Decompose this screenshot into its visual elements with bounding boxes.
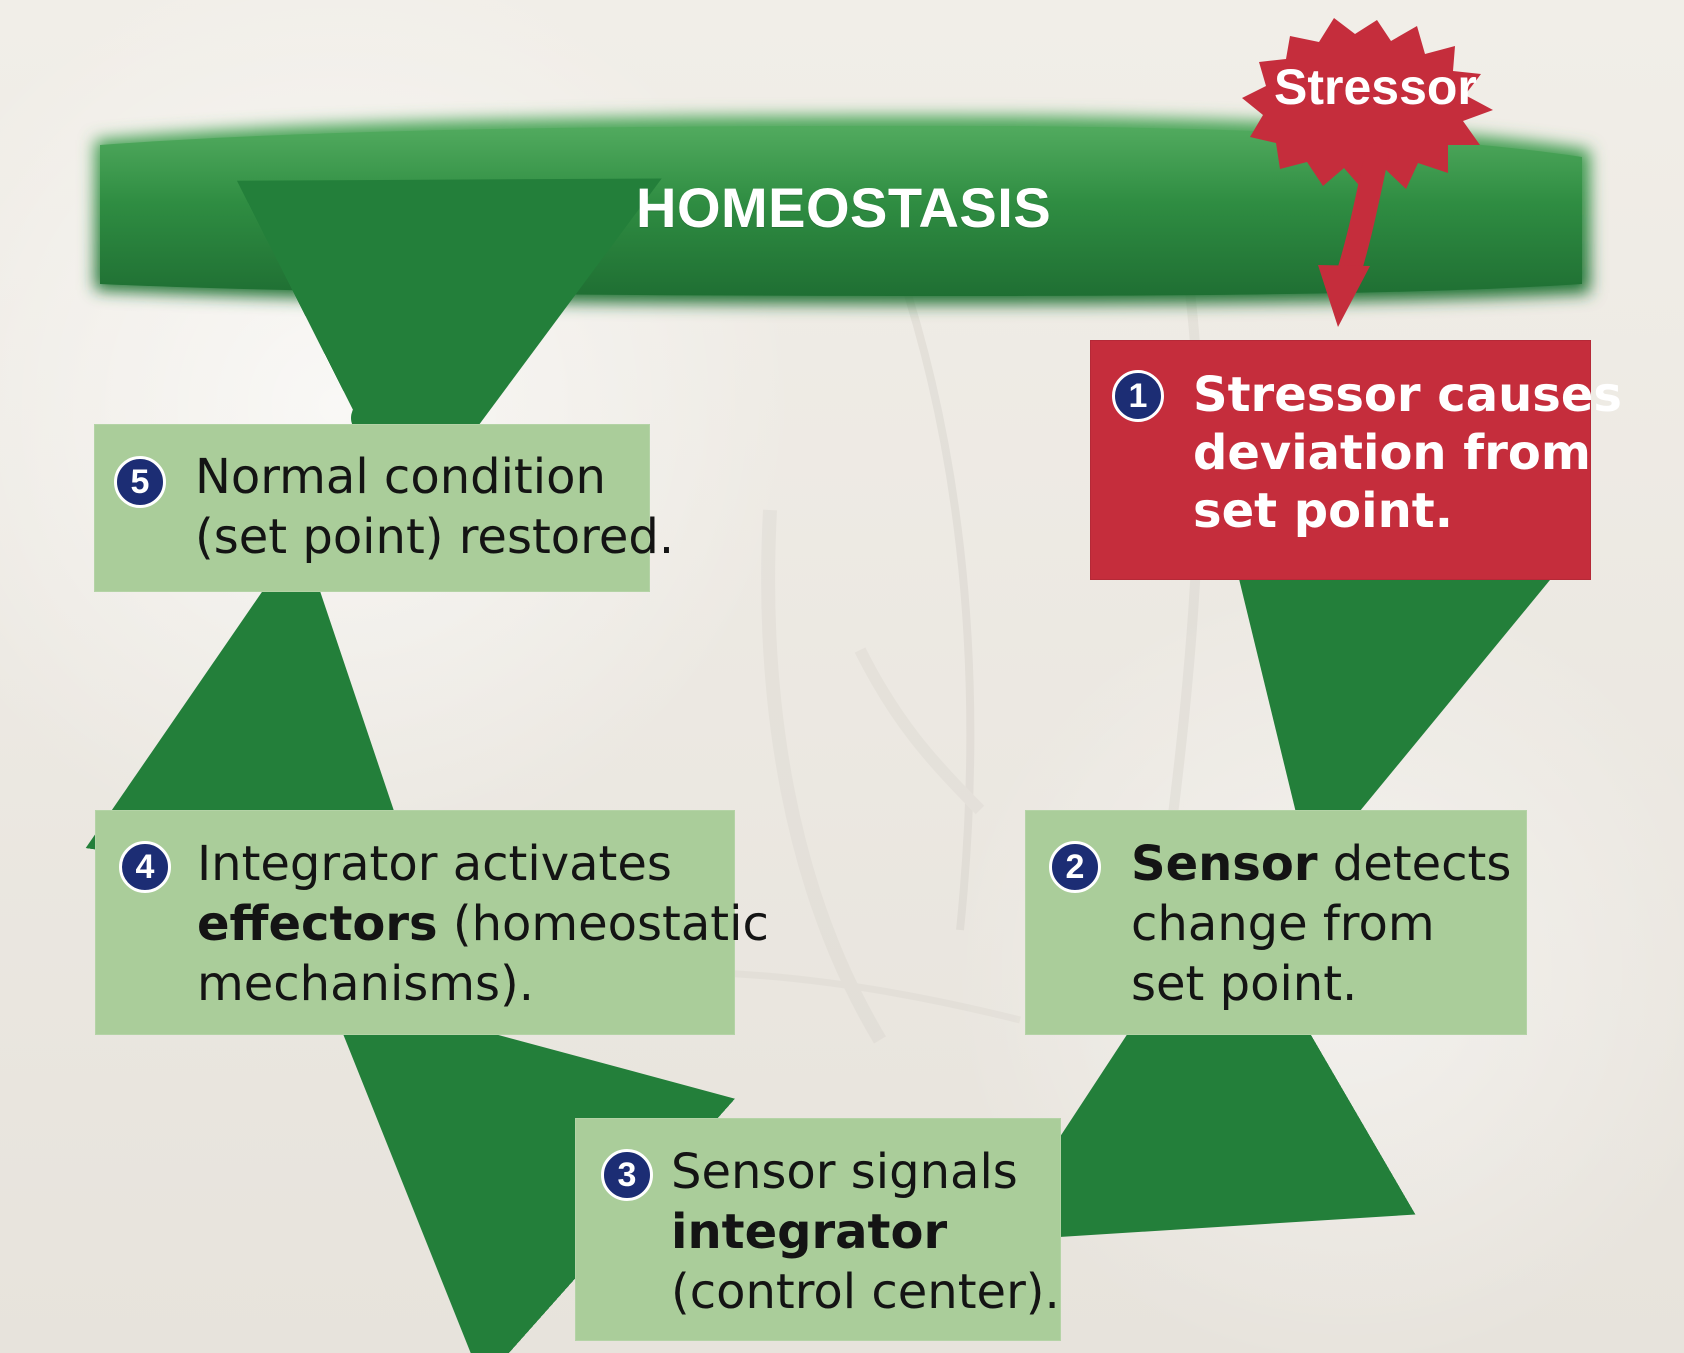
step-1-box: 1 Stressor causes deviation from set poi… xyxy=(1090,340,1622,580)
step-5-line-2: (set point) restored. xyxy=(195,509,675,565)
step-3-line-3: (control center). xyxy=(671,1264,1060,1320)
step-1-line-1: Stressor causes xyxy=(1193,367,1622,423)
step-2-bold-sensor: Sensor xyxy=(1131,836,1318,892)
arrow-step3-to-step4 xyxy=(324,988,736,1353)
step-4-number-badge: 4 xyxy=(119,841,171,893)
step-3-bold-integrator: integrator xyxy=(671,1204,948,1260)
arrow-step2-to-step3 xyxy=(991,885,1416,1242)
step-5-content: 5 Normal condition (set point) restored. xyxy=(94,424,674,592)
step-4-bold-effectors: effectors xyxy=(197,896,438,952)
step-4-text: Integrator activates effectors (homeosta… xyxy=(197,834,769,1014)
step-1-line-2: deviation from xyxy=(1193,425,1591,481)
step-4-line-3: mechanisms). xyxy=(197,956,535,1012)
step-2-box: 2 Sensor detects change from set point. xyxy=(1025,810,1527,1035)
step-2-text: Sensor detects change from set point. xyxy=(1131,834,1511,1014)
step-2-content: 2 Sensor detects change from set point. xyxy=(1025,810,1527,1035)
step-2-number-badge: 2 xyxy=(1049,841,1101,893)
step-4-content: 4 Integrator activates effectors (homeos… xyxy=(95,810,769,1035)
step-5-box: 5 Normal condition (set point) restored. xyxy=(94,424,674,592)
step-3-text: Sensor signals integrator (control cente… xyxy=(671,1142,1060,1322)
step-2-line-1: Sensor detects xyxy=(1131,834,1511,894)
step-3-content: 3 Sensor signals integrator (control cen… xyxy=(575,1118,1061,1341)
step-2-line-3: set point. xyxy=(1131,956,1358,1012)
arrow-step4-to-step5 xyxy=(85,534,423,896)
step-5-number-badge: 5 xyxy=(114,456,166,508)
arrow-step1-to-step2 xyxy=(1220,502,1552,872)
homeostasis-label: HOMEOSTASIS xyxy=(636,176,1052,239)
step-1-line-3: set point. xyxy=(1193,483,1453,539)
step-1-content: 1 Stressor causes deviation from set poi… xyxy=(1090,340,1622,580)
stressor-burst xyxy=(1242,18,1493,327)
step-4-line-1: Integrator activates xyxy=(197,836,672,892)
step-3-line-1: Sensor signals xyxy=(671,1144,1018,1200)
step-3-number-badge: 3 xyxy=(601,1149,653,1201)
step-1-text: Stressor causes deviation from set point… xyxy=(1193,366,1622,540)
step-5-text: Normal condition (set point) restored. xyxy=(195,447,674,567)
step-4-line-2: effectors (homeostatic xyxy=(197,894,769,954)
step-4-line-2-rest: (homeostatic xyxy=(437,896,769,952)
step-3-box: 3 Sensor signals integrator (control cen… xyxy=(575,1118,1061,1341)
cycle-arrows xyxy=(85,178,1552,1353)
stressor-label: Stressor xyxy=(1274,59,1477,115)
step-4-box: 4 Integrator activates effectors (homeos… xyxy=(95,810,769,1035)
arrow-step5-to-homeostasis xyxy=(236,178,662,520)
step-1-number-badge: 1 xyxy=(1112,370,1164,422)
step-2-line-2: change from xyxy=(1131,896,1435,952)
step-2-line-1-rest: detects xyxy=(1317,836,1512,892)
step-5-line-1: Normal condition xyxy=(195,449,606,505)
step-3-line-2: integrator xyxy=(671,1202,1060,1262)
